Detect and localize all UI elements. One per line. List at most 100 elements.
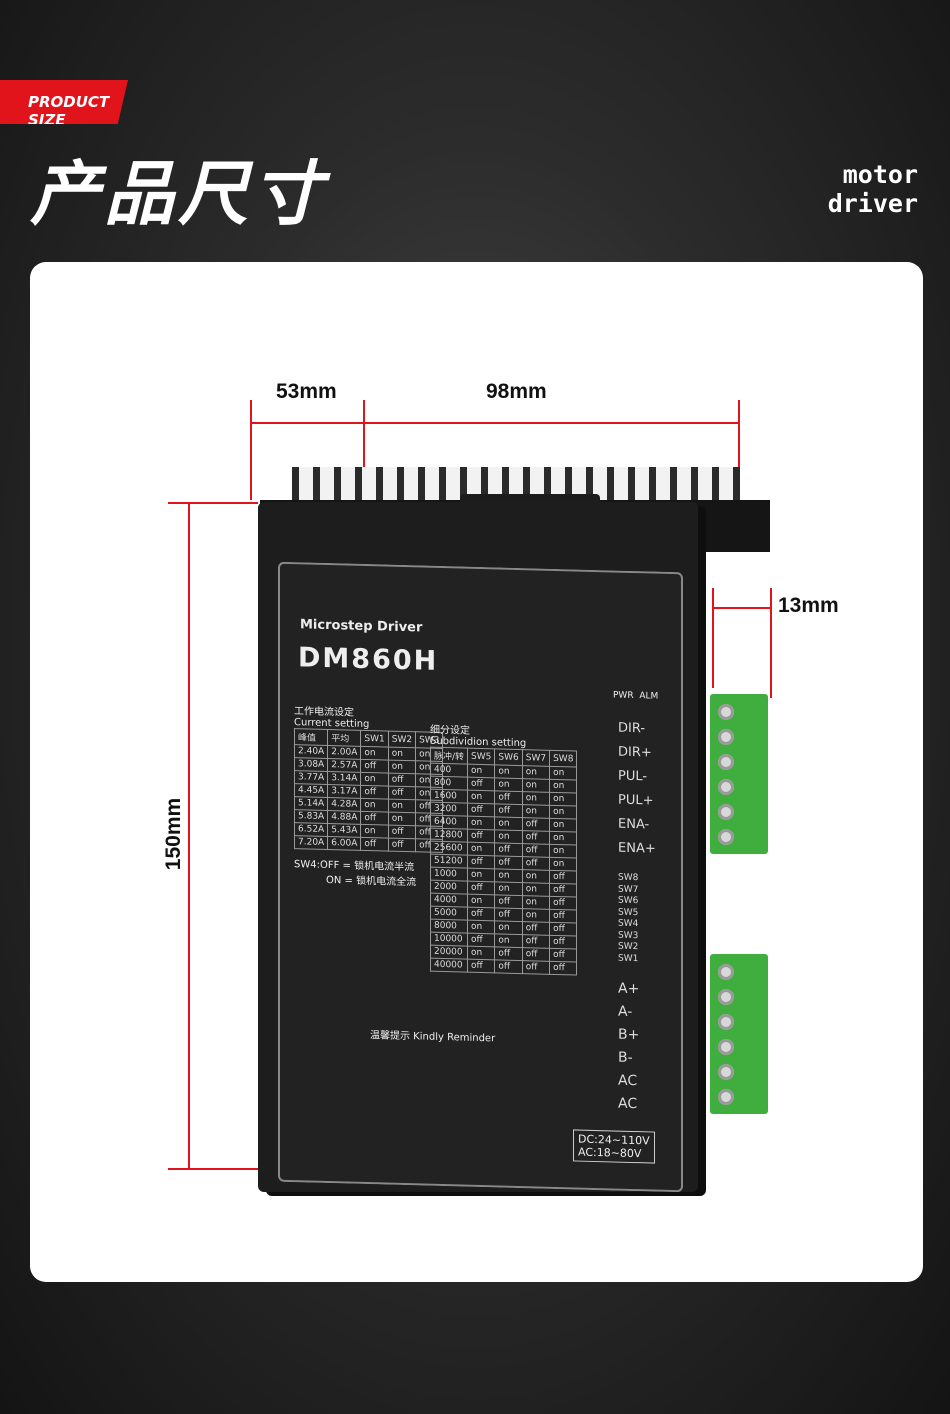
table-cell: off <box>522 960 550 975</box>
table-cell: on <box>549 818 577 833</box>
table-cell: off <box>360 759 389 774</box>
table-cell: off <box>388 825 416 839</box>
table-cell: 4.28A <box>327 797 361 812</box>
terminal-label: AC <box>618 1095 638 1113</box>
table-cell: on <box>494 881 523 896</box>
table-cell: on <box>522 778 550 793</box>
page-title: 产品尺寸 <box>30 153 326 235</box>
table-cell: 8000 <box>430 919 468 934</box>
table-cell: off <box>494 959 523 974</box>
table-cell: 4000 <box>430 893 468 908</box>
table-cell: on <box>549 792 577 807</box>
table-cell: on <box>494 816 523 831</box>
terminal-label: ENA- <box>618 816 650 833</box>
table-cell: off <box>388 786 416 800</box>
dim-line-mid <box>363 400 365 470</box>
table-cell: 2000 <box>430 880 468 895</box>
table-cell: on <box>494 777 523 792</box>
dim-line-height-top <box>168 502 258 504</box>
table-cell: 25600 <box>430 841 468 856</box>
dim-13: 13mm <box>778 594 839 617</box>
dim-line-right <box>738 400 740 510</box>
table-cell: on <box>494 829 523 844</box>
table-cell: off <box>467 803 495 817</box>
table-cell: off <box>522 843 550 858</box>
terminal-label: SW2 <box>618 941 639 953</box>
table-cell: 400 <box>430 763 468 778</box>
table-cell: on <box>494 920 523 935</box>
table-cell: 10000 <box>430 932 468 947</box>
table-cell: on <box>360 746 389 761</box>
table-cell: on <box>522 791 550 806</box>
dim-98: 98mm <box>486 380 547 403</box>
driver-faceplate: Microstep Driver DM860H 工作电流设定 Current s… <box>278 561 683 1193</box>
table-cell: 3.17A <box>327 784 361 799</box>
terminal-label: B+ <box>618 1026 640 1044</box>
tag-label: PRODUCT SIZE <box>28 93 110 129</box>
terminal-label: PUL+ <box>618 792 654 809</box>
table-cell: off <box>360 837 389 852</box>
table-cell: off <box>494 842 523 857</box>
table-cell: on <box>522 765 550 780</box>
sw4-note-2: ON = 锁机电流全流 <box>326 874 417 889</box>
table-cell: 2.57A <box>327 758 361 773</box>
table-cell: off <box>522 947 550 962</box>
table-cell: off <box>388 773 416 787</box>
table-cell: 3200 <box>430 802 468 817</box>
brand-text: motor driver <box>828 160 918 218</box>
table-header-cell: SW5 <box>467 748 495 765</box>
table-cell: on <box>549 805 577 820</box>
table-cell: off <box>494 894 523 909</box>
led-pwr: PWR <box>613 690 634 702</box>
brand-line-2: driver <box>827 189 918 218</box>
reminder-title: 温馨提示 Kindly Reminder <box>370 1030 496 1045</box>
table-cell: 2.00A <box>327 745 361 760</box>
table-cell: on <box>467 842 495 856</box>
table-cell: on <box>549 779 577 794</box>
power-spec-2: AC:18~80V <box>578 1145 642 1161</box>
table-cell: on <box>467 764 495 778</box>
dim-line-top <box>250 422 740 424</box>
table-cell: 800 <box>430 776 468 791</box>
table-cell: on <box>522 895 550 910</box>
table-cell: 12800 <box>430 828 468 843</box>
terminal-label: PUL- <box>618 768 648 785</box>
terminal-label: B- <box>618 1049 633 1066</box>
table-cell: on <box>360 798 389 813</box>
table-cell: off <box>522 934 550 949</box>
table-header-cell: 脉冲/转 <box>430 747 468 765</box>
terminal-label: A+ <box>618 980 640 998</box>
brand-line-1: motor <box>842 160 918 189</box>
table-cell: on <box>522 908 550 923</box>
table-cell: 6400 <box>430 815 468 830</box>
table-cell: on <box>549 857 577 872</box>
table-cell: on <box>522 882 550 897</box>
table-cell: 4.45A <box>294 783 328 798</box>
power-connector <box>710 954 768 1114</box>
power-spec: DC:24~110V AC:18~80V <box>573 1129 655 1164</box>
table-cell: on <box>388 760 416 774</box>
table-cell: 6.52A <box>294 822 328 837</box>
table-cell: 6.00A <box>327 836 361 851</box>
table-cell: on <box>467 894 495 908</box>
table-cell: 4.88A <box>327 810 361 825</box>
table-header-cell: SW1 <box>360 730 389 748</box>
table-cell: off <box>467 855 495 869</box>
dim-line-height-bottom <box>168 1168 258 1170</box>
terminal-label: A- <box>618 1003 633 1020</box>
dim-150: 150mm <box>162 797 186 871</box>
table-cell: off <box>494 946 523 961</box>
terminal-label: SW4 <box>618 918 639 930</box>
table-cell: off <box>494 803 523 818</box>
product-card: 53mm 98mm 13mm 150mm Microstep Driver DM… <box>30 262 923 1282</box>
table-cell: off <box>549 922 577 937</box>
table-cell: off <box>549 948 577 963</box>
table-cell: off <box>549 909 577 924</box>
table-cell: 7.20A <box>294 835 328 850</box>
terminal-label: DIR- <box>618 720 646 737</box>
table-header-cell: SW8 <box>549 750 577 768</box>
product-size-tag: PRODUCT SIZE <box>0 80 128 124</box>
